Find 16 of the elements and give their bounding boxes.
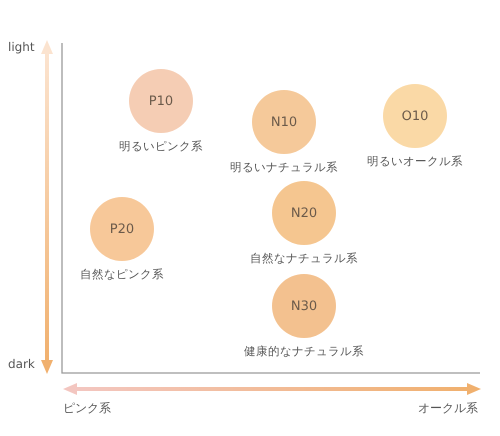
- shade-description: 明るいピンク系: [119, 139, 203, 154]
- axis-label: light: [8, 40, 35, 54]
- shade-description: 明るいナチュラル系: [230, 160, 338, 175]
- shade-description: 自然なナチュラル系: [250, 251, 358, 266]
- shade-swatch: N10: [252, 90, 316, 154]
- shade-swatch: N20: [272, 181, 336, 245]
- axis-label: ピンク系: [63, 400, 111, 417]
- axis-label: dark: [8, 357, 35, 371]
- axis-label: オークル系: [418, 400, 478, 417]
- shade-description: 明るいオークル系: [367, 154, 463, 169]
- shade-swatch: O10: [383, 84, 447, 148]
- shade-swatch: N30: [272, 274, 336, 338]
- shade-swatch: P20: [90, 197, 154, 261]
- shade-description: 健康的なナチュラル系: [244, 344, 364, 359]
- shade-description: 自然なピンク系: [80, 267, 164, 282]
- shade-swatch: P10: [129, 69, 193, 133]
